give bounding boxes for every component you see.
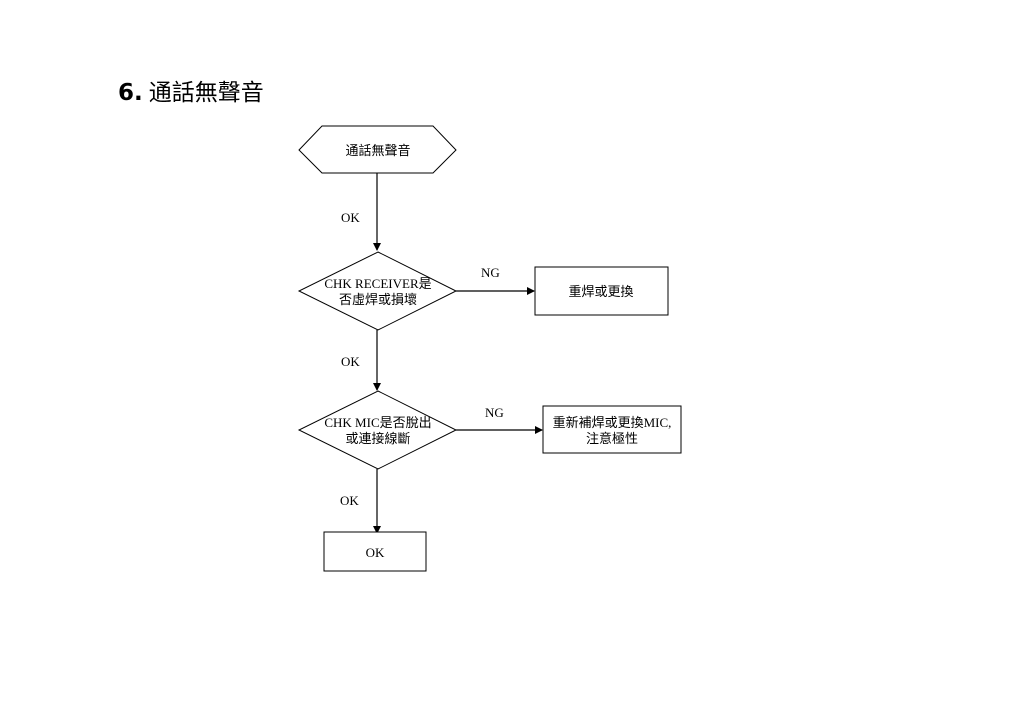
- decision-mic-line2: 或連接線斷: [345, 431, 410, 446]
- edge-label-receiver-ng: NG: [481, 265, 500, 280]
- action-mic: 重新補焊或更換MIC, 注意極性: [542, 405, 682, 454]
- decision-receiver-line1: CHK RECEIVER是: [324, 276, 431, 291]
- action-mic-line2: 注意極性: [586, 431, 638, 446]
- action-mic-line1: 重新補焊或更換MIC,: [553, 415, 672, 430]
- start-node: 通話無聲音: [298, 125, 457, 174]
- action-receiver: 重焊或更換: [534, 266, 669, 316]
- edge-label-mic-ng: NG: [485, 405, 504, 420]
- end-node-label: OK: [366, 545, 385, 560]
- decision-receiver: CHK RECEIVER是 否虛焊或損壞: [297, 251, 458, 331]
- section-number: 6.: [118, 80, 143, 106]
- start-node-label: 通話無聲音: [345, 143, 410, 158]
- edge-label-mic-ok: OK: [340, 493, 359, 508]
- action-receiver-label: 重焊或更換: [568, 284, 633, 299]
- decision-mic: CHK MIC是否脫出 或連接線斷: [297, 390, 458, 470]
- section-heading: 6.通話無聲音: [118, 78, 264, 108]
- end-node: OK: [323, 531, 427, 572]
- section-title: 通話無聲音: [148, 80, 264, 106]
- edge-label-start-ok: OK: [341, 210, 360, 225]
- edge-label-receiver-ok: OK: [341, 354, 360, 369]
- decision-receiver-line2: 否虛焊或損壞: [339, 292, 417, 307]
- decision-mic-line1: CHK MIC是否脫出: [324, 415, 431, 430]
